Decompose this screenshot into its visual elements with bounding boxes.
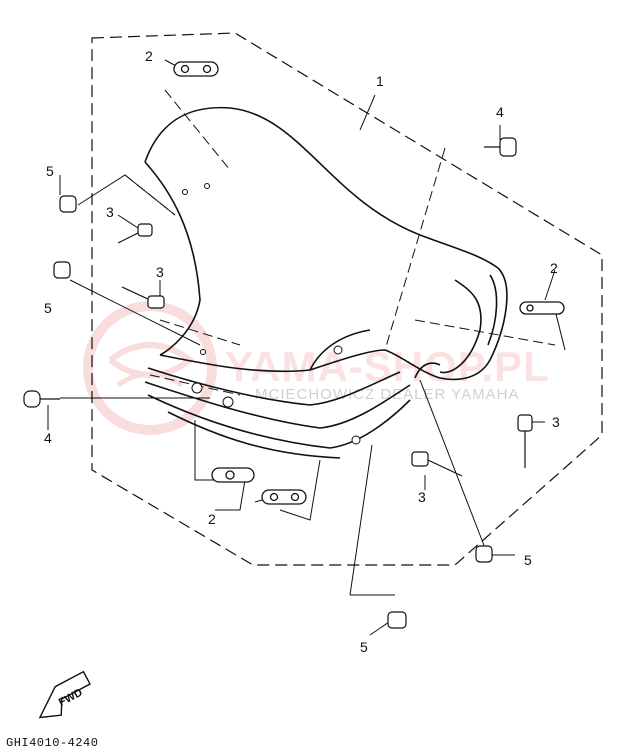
callout-3-c: 3 (552, 414, 560, 430)
rivet-3-d (411, 451, 463, 477)
assembly-boundary (91, 32, 603, 566)
callout-5-d: 5 (360, 639, 368, 655)
callout-5-a: 5 (46, 163, 54, 179)
grommet-2-lower-left (211, 467, 255, 483)
callout-3-d: 3 (418, 489, 426, 505)
callout-2-top: 2 (145, 48, 153, 64)
bolt-4-left (23, 390, 60, 408)
callout-4-left: 4 (44, 430, 52, 446)
callout-5-c: 5 (524, 552, 532, 568)
screw-5-a (59, 195, 77, 213)
rivet-3-c (517, 414, 533, 468)
grommet-2-lower-right (261, 489, 307, 505)
fwd-arrow-icon: FWD (38, 670, 91, 719)
screw-5-d (387, 611, 407, 629)
mounting-holes (182, 183, 361, 445)
callout-3-a: 3 (106, 204, 114, 220)
grommet-2-right (519, 301, 565, 315)
callout-3-b: 3 (156, 264, 164, 280)
screw-5-b (53, 261, 71, 279)
callout-2-bottom: 2 (208, 511, 216, 527)
callout-2-right: 2 (550, 260, 558, 276)
callout-4-top: 4 (496, 104, 504, 120)
callout-1: 1 (376, 73, 384, 89)
rivet-3-b (121, 286, 165, 309)
rivet-3-a (117, 223, 153, 244)
watermark-subline: MCIECHOWICZ DEALER YAMAHA (255, 386, 520, 403)
callout-5-b: 5 (44, 300, 52, 316)
cowling-part-1 (144, 106, 508, 459)
drawing-code: GHI4010-4240 (6, 736, 99, 750)
bolt-4-top (484, 137, 517, 157)
grommet-2-top (173, 61, 219, 77)
screw-5-c (475, 545, 493, 563)
